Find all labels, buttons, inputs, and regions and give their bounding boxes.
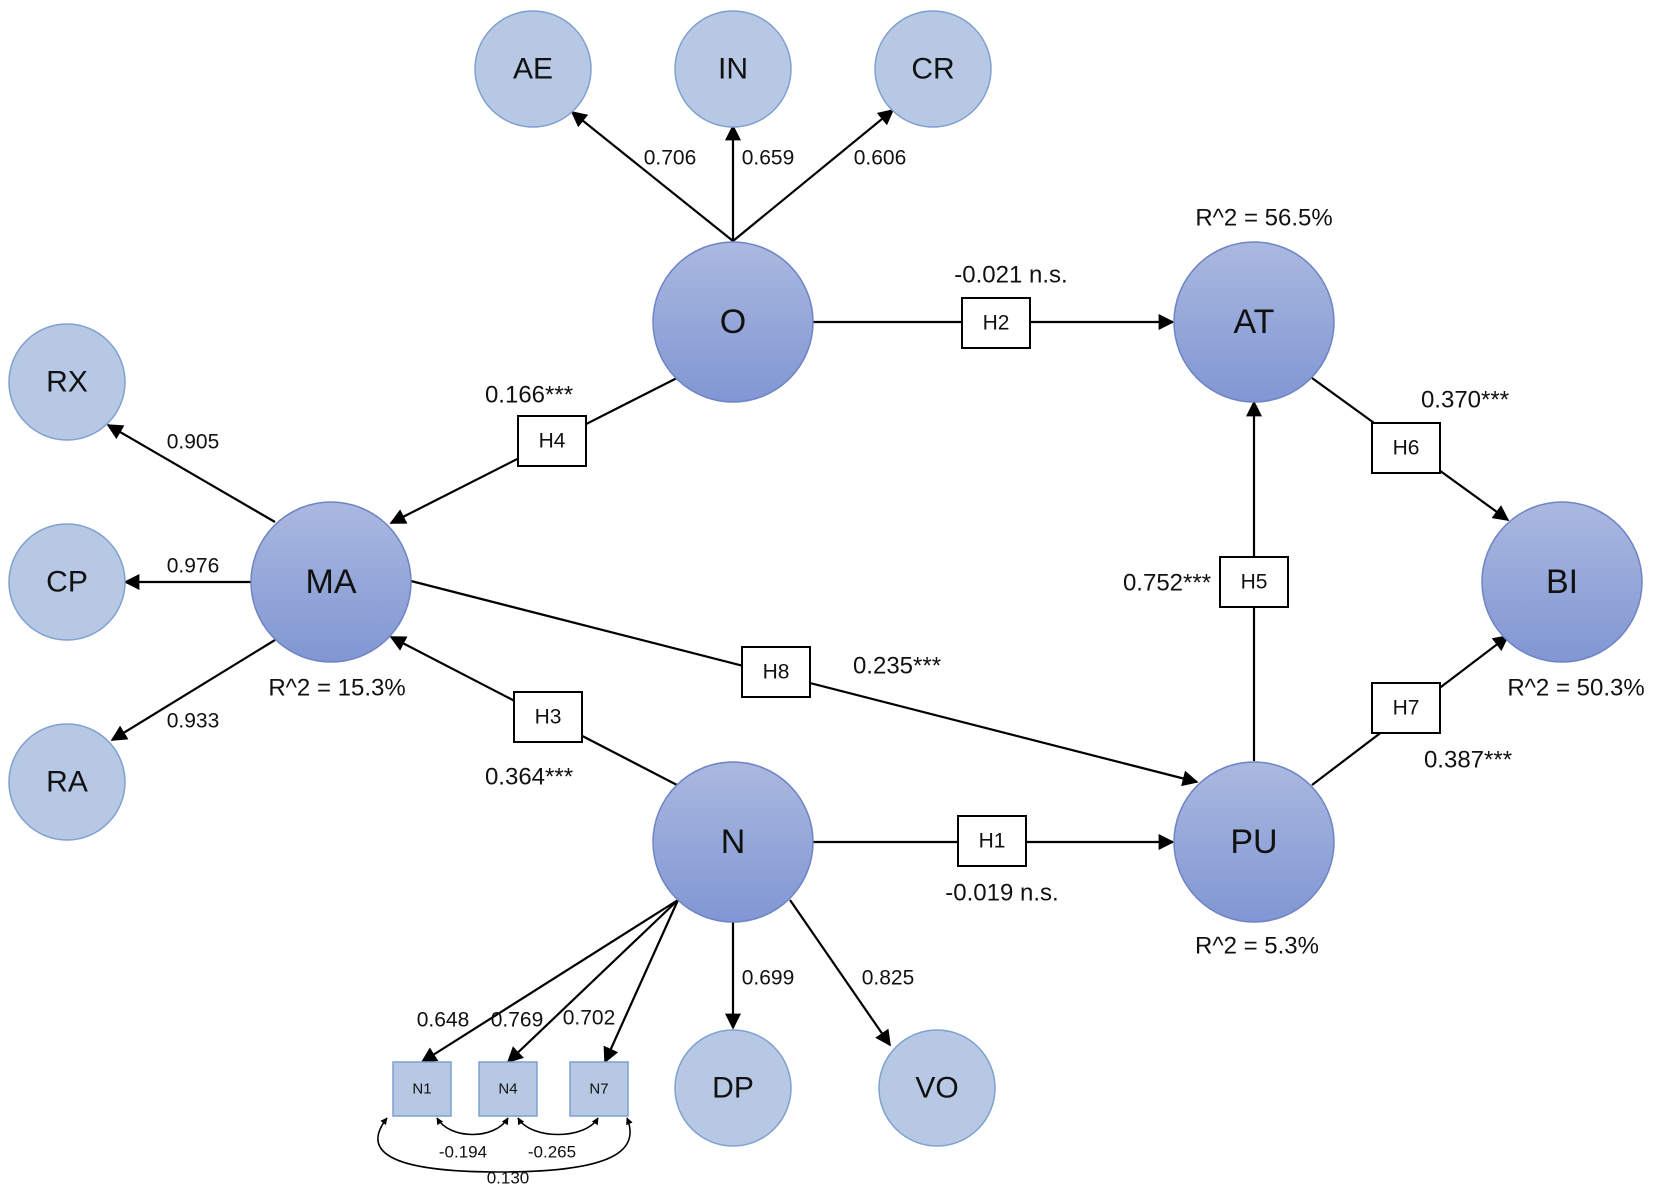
coef-h5: 0.752*** [1123, 570, 1211, 597]
loading-ma-rx: 0.905 [167, 431, 220, 454]
hyp-h7-label: H7 [1393, 697, 1420, 720]
node-vo: VO [878, 1029, 996, 1147]
r-squared-labels: R^2 = 56.5% R^2 = 15.3% R^2 = 5.3% R^2 =… [268, 205, 1644, 960]
covariance-labels: -0.194 -0.265 0.130 [439, 1143, 576, 1188]
node-n: N [652, 761, 814, 923]
node-o-label: O [720, 303, 746, 341]
coef-h2: -0.021 n.s. [954, 262, 1067, 289]
cov-label-n1-n4: -0.194 [439, 1143, 487, 1162]
hypothesis-boxes: H1 H2 H3 H4 H5 H6 H7 H8 [513, 297, 1441, 867]
indicator-nodes: AE IN CR RX CP RA DP VO [8, 10, 996, 1147]
node-in: IN [674, 10, 792, 128]
coef-h6: 0.370*** [1421, 387, 1509, 414]
hyp-box-h8: H8 [741, 646, 811, 698]
node-n7-label: N7 [589, 1081, 608, 1098]
node-dp: DP [674, 1029, 792, 1147]
loading-ma-ra: 0.933 [167, 710, 220, 733]
hyp-box-h3: H3 [513, 691, 583, 743]
coef-h3: 0.364*** [485, 764, 573, 791]
node-n1: N1 [392, 1061, 452, 1117]
node-n4-label: N4 [498, 1081, 517, 1098]
node-cr-label: CR [911, 53, 954, 86]
edge-o-ae [570, 110, 734, 242]
hyp-h8-label: H8 [763, 661, 790, 684]
node-at: AT [1173, 241, 1335, 403]
hyp-box-h4: H4 [517, 415, 587, 467]
loading-n-n7: 0.702 [563, 1007, 616, 1030]
construct-nodes: O MA N AT PU BI [250, 241, 1643, 923]
node-n-label: N [721, 823, 746, 861]
loading-n-n1: 0.648 [417, 1009, 470, 1032]
node-ra-label: RA [46, 766, 88, 799]
node-ae-label: AE [513, 53, 553, 86]
coef-h1: -0.019 n.s. [945, 880, 1058, 907]
loading-o-ae: 0.706 [644, 147, 697, 170]
r2-ma: R^2 = 15.3% [268, 675, 405, 702]
hyp-h6-label: H6 [1393, 437, 1420, 460]
edge-n-n4 [506, 899, 679, 1064]
hyp-h1-label: H1 [979, 830, 1006, 853]
coef-h7: 0.387*** [1424, 747, 1512, 774]
hyp-box-h5: H5 [1219, 556, 1289, 608]
loading-o-in: 0.659 [742, 147, 795, 170]
hyp-box-h1: H1 [957, 815, 1027, 867]
node-in-label: IN [718, 53, 748, 86]
cov-curve-n1-n7 [377, 1117, 633, 1173]
hyp-h3-label: H3 [535, 706, 562, 729]
r2-at: R^2 = 56.5% [1195, 205, 1332, 232]
node-rx: RX [8, 323, 126, 441]
measurement-edges [106, 108, 895, 1064]
node-pu: PU [1173, 761, 1335, 923]
node-ae: AE [474, 10, 592, 128]
hyp-box-h7: H7 [1371, 682, 1441, 734]
node-bi: BI [1481, 501, 1643, 663]
cov-label-n4-n7: -0.265 [528, 1143, 576, 1162]
hyp-box-h6: H6 [1371, 422, 1441, 474]
edge-n-n7 [603, 899, 680, 1064]
node-at-label: AT [1234, 303, 1275, 341]
loading-o-cr: 0.606 [854, 147, 907, 170]
node-ra: RA [8, 723, 126, 841]
edge-n-vo [789, 899, 891, 1047]
loading-n-n4: 0.769 [491, 1009, 544, 1032]
node-cp-label: CP [46, 566, 88, 599]
coef-h8: 0.235*** [853, 653, 941, 680]
coef-h4: 0.166*** [485, 382, 573, 409]
node-n7: N7 [569, 1061, 629, 1117]
hyp-h5-label: H5 [1241, 571, 1268, 594]
node-o: O [652, 241, 814, 403]
node-bi-label: BI [1546, 563, 1578, 601]
loading-n-dp: 0.699 [742, 967, 795, 990]
node-pu-label: PU [1230, 823, 1277, 861]
r2-bi: R^2 = 50.3% [1507, 675, 1644, 702]
edge-ma-ra [110, 639, 276, 741]
edge-ma-rx [106, 424, 276, 523]
node-n4: N4 [478, 1061, 538, 1117]
edge-o-cr [732, 108, 895, 242]
cov-label-n1-n7: 0.130 [487, 1169, 530, 1188]
node-cr: CR [874, 10, 992, 128]
covariance-curves [377, 1117, 633, 1173]
node-cp: CP [8, 523, 126, 641]
loading-ma-cp: 0.976 [167, 555, 220, 578]
node-n1-label: N1 [412, 1081, 431, 1098]
r2-pu: R^2 = 5.3% [1195, 933, 1319, 960]
node-dp-label: DP [712, 1072, 754, 1105]
node-ma-label: MA [306, 563, 357, 601]
hyp-h2-label: H2 [983, 312, 1010, 335]
path-coefficient-labels: -0.019 n.s. -0.021 n.s. 0.364*** 0.166**… [485, 262, 1512, 907]
node-ma: MA [250, 501, 412, 663]
hyp-h4-label: H4 [539, 430, 566, 453]
cov-curve-n4-n7 [517, 1117, 599, 1136]
edge-n-n1 [420, 899, 679, 1063]
node-vo-label: VO [915, 1072, 958, 1105]
cov-curve-n1-n4 [436, 1117, 509, 1136]
loading-labels: 0.706 0.659 0.606 0.905 0.976 0.933 0.64… [167, 147, 915, 1032]
hyp-box-h2: H2 [961, 297, 1031, 349]
loading-n-vo: 0.825 [862, 967, 915, 990]
node-rx-label: RX [46, 366, 88, 399]
